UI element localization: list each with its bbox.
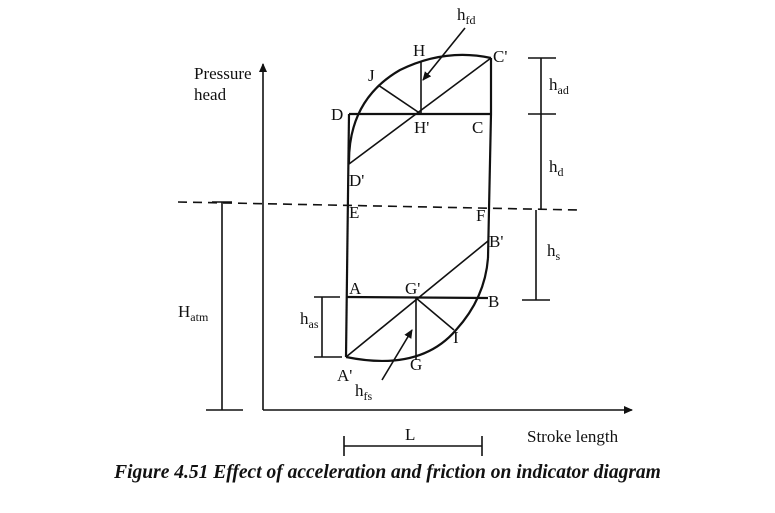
label-l: L [405, 425, 415, 444]
label-h-fd: hfd [457, 5, 476, 27]
label-h-s: hs [547, 241, 561, 263]
label-h-ad: had [549, 75, 569, 97]
label-j: J [368, 66, 375, 85]
figure-caption: Figure 4.51 Effect of acceleration and f… [114, 462, 661, 483]
line-gprime-i [415, 297, 455, 331]
label-h-d: hd [549, 157, 564, 179]
h-fs-arrow [381, 329, 413, 381]
edge-bc [486, 113, 493, 259]
delivery-diagonal [348, 57, 492, 165]
label-i: I [453, 328, 459, 347]
line-j-hprime [377, 84, 422, 115]
y-axis-label-line1: Pressure [194, 64, 252, 83]
label-c: C [472, 118, 483, 137]
label-h: H [413, 41, 425, 60]
label-a-prime: A' [337, 366, 352, 385]
label-h-atm: Hatm [178, 302, 209, 324]
label-d-prime: D' [349, 171, 364, 190]
suction-curve [345, 257, 490, 363]
delivery-curve [347, 53, 492, 165]
label-h-fs: hfs [355, 381, 372, 403]
edge-ab [346, 295, 489, 300]
label-g-prime: G' [405, 279, 420, 298]
label-f: F [476, 206, 485, 225]
x-axis-label: Stroke length [527, 427, 619, 446]
label-g: G [410, 355, 422, 374]
label-b-prime: B' [489, 232, 503, 251]
label-c-prime: C' [493, 47, 507, 66]
label-b: B [488, 292, 499, 311]
atmospheric-line [177, 201, 579, 211]
label-d: D [331, 105, 343, 124]
y-axis-label-line2: head [194, 85, 227, 104]
label-h-prime: H' [414, 118, 429, 137]
label-a: A [349, 279, 362, 298]
label-h-as: has [300, 309, 319, 331]
label-e: E [349, 203, 359, 222]
h-fd-arrow [422, 27, 466, 81]
